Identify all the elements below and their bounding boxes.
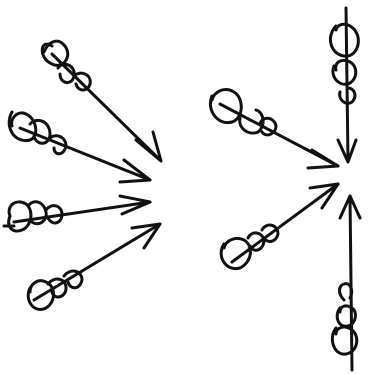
left-arrow-2 [9, 112, 150, 182]
left-arrow-3 [4, 196, 150, 231]
right-arrow-top-tail-blobs [330, 24, 358, 103]
left-arrow-2-shaft [20, 128, 150, 180]
right-arrow-bottom [332, 196, 360, 370]
left-arrow-2-tail-blobs [9, 112, 66, 154]
left-group [4, 41, 161, 309]
right-arrow-bottom-shaft [350, 196, 352, 370]
right-arrow-top [330, 8, 358, 162]
right-arrow-upper [210, 90, 338, 168]
right-arrow-lower [221, 184, 338, 269]
left-arrow-1-shaft [52, 54, 160, 160]
right-arrow-lower-shaft [232, 184, 338, 262]
right-arrow-top-shaft [346, 8, 348, 160]
left-arrow-4-head [132, 224, 160, 248]
left-arrow-4-shaft [34, 224, 160, 300]
left-arrow-4 [28, 224, 160, 309]
right-arrow-lower-tail-blobs [221, 225, 278, 269]
left-arrow-1-head [136, 132, 161, 161]
right-group [210, 8, 360, 370]
